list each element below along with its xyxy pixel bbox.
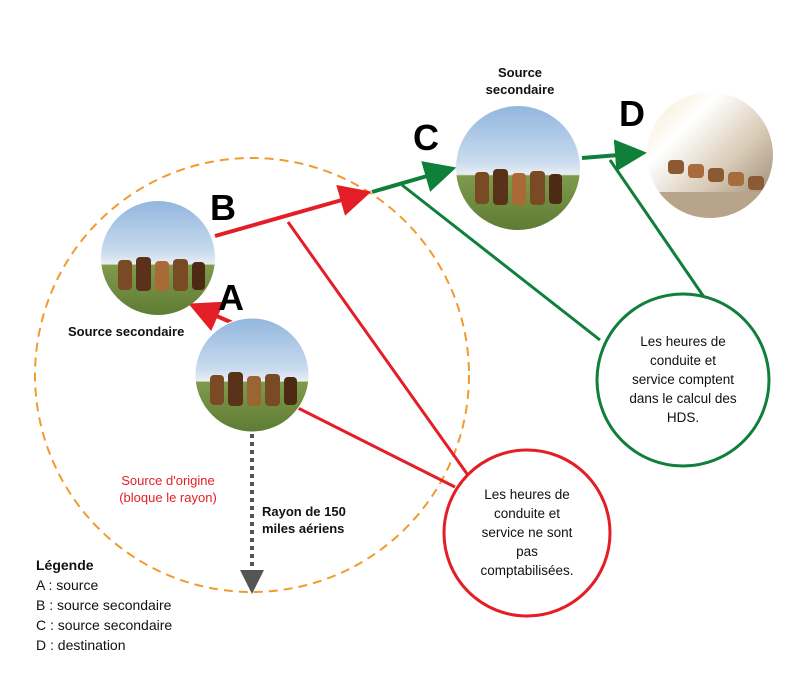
callout-red-text: Les heures de conduite et service ne son… <box>455 485 599 580</box>
green-pointer-from-bc-arrow <box>401 183 601 342</box>
callout-red-circle <box>442 448 612 618</box>
photo-d-barn <box>647 92 773 218</box>
callout-green-circle <box>595 292 771 468</box>
red-pointer-from-b-arrow <box>286 221 472 479</box>
legend-title: Légende <box>36 557 94 573</box>
legend-item: D : destination <box>36 637 126 653</box>
node-c-letter: C <box>413 117 439 158</box>
callout-green-line: Les heures de <box>640 334 726 349</box>
legend-item: B : source secondaire <box>36 597 172 613</box>
callout-green-line: HDS. <box>666 410 700 425</box>
node-c-caption: Source secondaire <box>470 64 570 98</box>
origin-label-line2: (bloque le rayon) <box>119 490 217 505</box>
node-b-letter: B <box>210 187 236 228</box>
arrow-b-to-boundary <box>214 184 372 238</box>
legend-item: C : source secondaire <box>36 617 173 633</box>
node-b-caption: Source secondaire <box>68 324 185 339</box>
callout-green-line: conduite et <box>649 353 717 368</box>
arrow-boundary-to-c <box>371 161 457 194</box>
node-a-letter: A <box>218 277 244 318</box>
radius-circle <box>34 157 470 593</box>
callout-red-line: Les heures de <box>484 487 570 502</box>
node-c-caption-line2: secondaire <box>485 82 555 97</box>
origin-label: Source d'origine (bloque le rayon) <box>103 472 233 506</box>
legend-item: A : source <box>36 577 99 593</box>
red-pointer-from-a <box>297 406 456 489</box>
node-d-letter: D <box>619 93 645 134</box>
callout-red-line: pas <box>516 544 538 559</box>
node-c-caption-line1: Source <box>497 65 543 80</box>
radius-label-line1: Rayon de 150 <box>262 504 346 519</box>
arrow-c-to-d <box>581 139 647 172</box>
callout-green-line: service comptent <box>631 372 735 387</box>
callout-red-line: service ne sont <box>481 525 573 540</box>
callout-red-line: comptabilisées. <box>480 563 574 578</box>
radius-label-line2: miles aériens <box>262 521 345 536</box>
origin-label-line1: Source d'origine <box>121 473 215 488</box>
photo-a-cattle <box>195 318 309 432</box>
green-pointer-from-cd-arrow <box>608 159 708 301</box>
legend: Légende A : source B : source secondaire… <box>36 555 172 655</box>
photo-b-cattle <box>101 201 215 315</box>
callout-green-text: Les heures de conduite et service compte… <box>608 332 758 427</box>
callout-red-line: conduite et <box>493 506 561 521</box>
callout-green-line: dans le calcul des <box>629 391 737 406</box>
radius-label: Rayon de 150 miles aériens <box>262 503 362 537</box>
photo-c-cattle <box>456 106 580 230</box>
